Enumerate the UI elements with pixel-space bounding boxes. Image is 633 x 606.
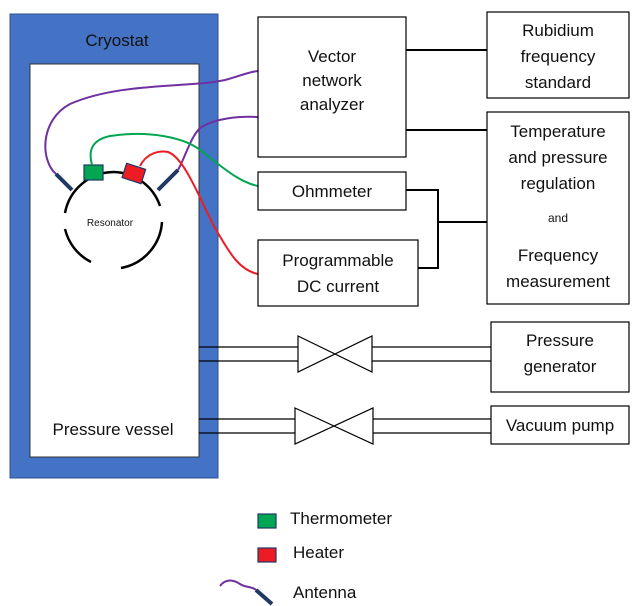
ohmmeter-box xyxy=(257,171,407,211)
antenna-tip-left xyxy=(54,172,74,192)
heater-block xyxy=(121,162,147,185)
dc-label-1: Programmable xyxy=(282,251,394,270)
pressure-vessel xyxy=(29,63,200,458)
cryostat-label: Cryostat xyxy=(85,31,149,50)
legend: Thermometer Heater Antenna xyxy=(219,509,392,606)
resonator-label: Resonator xyxy=(87,218,134,229)
temp-reg-label-1: Temperature xyxy=(510,122,605,141)
legend-antenna-tip xyxy=(254,588,274,606)
vna-box xyxy=(257,16,407,158)
pgen-label-1: Pressure xyxy=(526,331,594,350)
temp-reg-label-3: regulation xyxy=(521,174,596,193)
pressure-generator-box xyxy=(490,321,630,393)
thermometer-block xyxy=(83,164,104,181)
temp-regulation-box xyxy=(486,111,630,305)
antenna-wire-right xyxy=(177,115,259,171)
temp-reg-label-6: measurement xyxy=(506,272,610,291)
temp-reg-label-2: and pressure xyxy=(508,148,607,167)
vna-label-2: network xyxy=(302,71,362,90)
legend-thermometer-swatch xyxy=(257,513,277,529)
rubidium-label-2: frequency xyxy=(521,47,596,66)
legend-thermometer-label: Thermometer xyxy=(290,509,392,528)
antenna-tip-right xyxy=(156,168,180,192)
rubidium-label-3: standard xyxy=(525,73,591,92)
instrument-connectors xyxy=(406,49,487,269)
rubidium-box xyxy=(486,11,630,99)
vna-label-3: analyzer xyxy=(300,95,365,114)
legend-heater-swatch xyxy=(257,547,277,563)
vacuum-line-pipe xyxy=(199,418,491,434)
legend-heater-label: Heater xyxy=(293,543,344,562)
vacuum-label: Vacuum pump xyxy=(506,416,614,435)
thermometer-wire xyxy=(89,133,259,187)
resonator xyxy=(63,170,164,270)
vacuum-pump-box xyxy=(490,405,630,445)
heater-wire xyxy=(139,150,259,275)
dc-current-box xyxy=(257,239,419,307)
vna-label-1: Vector xyxy=(308,47,357,66)
antenna-wire-left xyxy=(44,70,259,175)
rubidium-label-1: Rubidium xyxy=(522,21,594,40)
pgen-label-2: generator xyxy=(524,357,597,376)
vacuum-valve xyxy=(294,407,374,445)
legend-antenna-label: Antenna xyxy=(293,583,357,602)
dc-label-2: DC current xyxy=(297,277,379,296)
temp-reg-label-4: and xyxy=(548,211,568,225)
ohmmeter-label: Ohmmeter xyxy=(292,182,373,201)
pressure-line-pipe xyxy=(199,346,491,362)
temp-reg-label-5: Frequency xyxy=(518,246,599,265)
pressure-vessel-label: Pressure vessel xyxy=(53,420,174,439)
legend-antenna-wire xyxy=(219,579,257,591)
pressure-valve xyxy=(297,335,373,373)
